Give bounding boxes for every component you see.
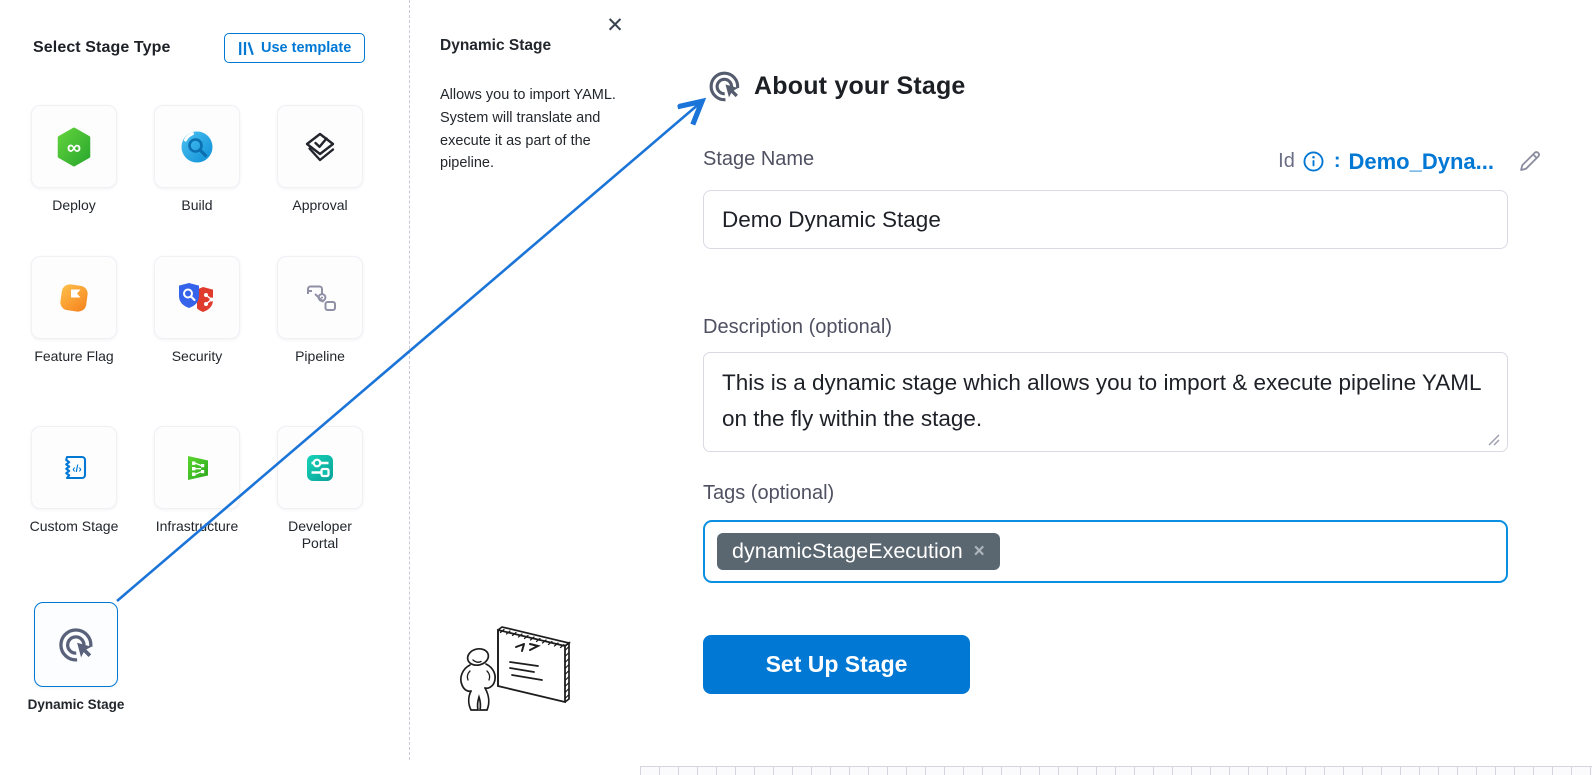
infrastructure-icon xyxy=(177,448,217,488)
id-label: Id xyxy=(1278,150,1295,172)
edit-id-pencil-icon[interactable] xyxy=(1516,148,1543,175)
security-icon xyxy=(174,278,220,318)
tag-chip-label: dynamicStageExecution xyxy=(732,539,963,563)
stage-type-custom-stage[interactable]: ‹/› Custom Stage xyxy=(19,426,129,535)
use-template-button[interactable]: Use template xyxy=(224,33,366,63)
stage-type-feature-flag[interactable]: Feature Flag xyxy=(19,256,129,365)
stage-type-infrastructure[interactable]: Infrastructure xyxy=(142,426,252,535)
info-icon[interactable] xyxy=(1303,151,1324,172)
tags-input[interactable]: dynamicStageExecution × xyxy=(703,520,1508,583)
stage-label: Developer Portal xyxy=(288,518,352,551)
stage-label: Deploy xyxy=(52,197,96,213)
tag-chip: dynamicStageExecution × xyxy=(717,533,1000,570)
stage-type-pipeline[interactable]: Pipeline xyxy=(265,256,375,365)
svg-text:∞: ∞ xyxy=(67,136,81,158)
svg-text:‹/›: ‹/› xyxy=(72,464,81,475)
description-label: Description (optional) xyxy=(703,316,892,338)
id-colon: : xyxy=(1333,150,1341,172)
stage-label: Security xyxy=(171,348,223,364)
set-up-stage-button[interactable]: Set Up Stage xyxy=(703,635,970,694)
pipeline-icon xyxy=(300,278,340,318)
close-icon[interactable]: ✕ xyxy=(606,13,624,37)
about-stage-header: About your Stage xyxy=(705,67,966,106)
stage-label: Pipeline xyxy=(295,348,345,364)
feature-flag-icon xyxy=(54,278,94,318)
dynamic-stage-icon xyxy=(54,623,98,667)
info-panel-description: Allows you to import YAML. System will t… xyxy=(440,87,616,172)
stage-name-input[interactable] xyxy=(703,190,1508,249)
stage-label: Approval xyxy=(292,197,348,213)
stage-type-security[interactable]: Security xyxy=(142,256,252,365)
stage-id-value[interactable]: Demo_Dyna... xyxy=(1348,148,1495,174)
remove-tag-icon[interactable]: × xyxy=(973,541,985,562)
developer-portal-icon xyxy=(300,448,340,488)
stage-id-row: Id : Demo_Dyna... xyxy=(1278,148,1543,175)
build-icon xyxy=(177,127,217,167)
deploy-icon: ∞ xyxy=(53,126,95,168)
stage-label: Dynamic Stage xyxy=(27,697,125,712)
template-library-icon xyxy=(238,41,254,56)
whiteboard-illustration xyxy=(452,622,580,729)
description-textarea[interactable]: This is a dynamic stage which allows you… xyxy=(703,352,1508,452)
dynamic-stage-click-icon xyxy=(705,67,744,106)
about-stage-title: About your Stage xyxy=(754,72,966,100)
stage-label: Build xyxy=(181,197,213,213)
stage-type-dynamic-stage[interactable]: Dynamic Stage xyxy=(21,602,131,713)
custom-stage-icon: ‹/› xyxy=(54,448,94,488)
stage-type-build[interactable]: Build xyxy=(142,105,252,214)
tags-label: Tags (optional) xyxy=(703,482,835,504)
pipeline-canvas-grid-edge xyxy=(640,766,1592,775)
stage-label: Feature Flag xyxy=(34,348,114,364)
approval-icon xyxy=(300,127,340,167)
panel-divider xyxy=(409,0,410,760)
stage-type-deploy[interactable]: ∞ Deploy xyxy=(19,105,129,214)
stage-label: Infrastructure xyxy=(155,518,239,534)
stage-label: Custom Stage xyxy=(29,518,119,534)
stage-type-approval[interactable]: Approval xyxy=(265,105,375,214)
info-panel-title: Dynamic Stage xyxy=(440,37,552,54)
page-title: Select Stage Type xyxy=(33,39,171,56)
use-template-label: Use template xyxy=(261,40,352,56)
stage-name-label: Stage Name xyxy=(703,148,815,170)
stage-type-developer-portal[interactable]: Developer Portal xyxy=(265,426,375,552)
